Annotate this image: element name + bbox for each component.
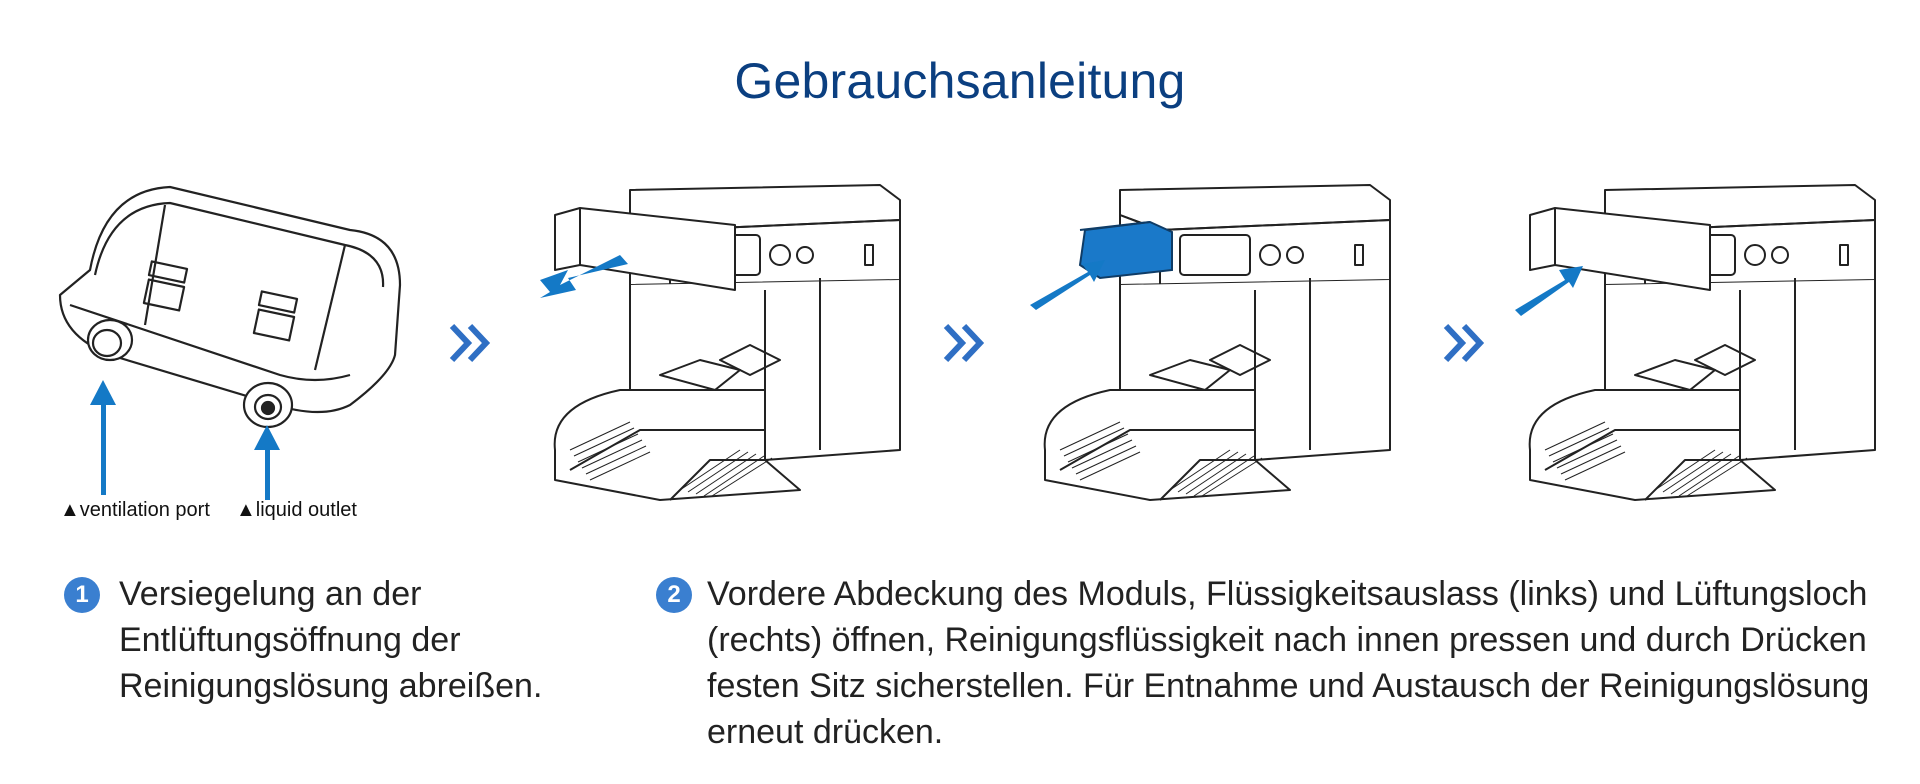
liquid-outlet-label: ▲liquid outlet (236, 499, 357, 521)
direction-arrow-icon (1030, 260, 1105, 310)
station-open-illustration (540, 160, 920, 530)
step-1-text: Versiegelung an der Entlüftungsöffnung d… (119, 575, 543, 705)
station-close-illustration (1515, 160, 1895, 530)
direction-arrow-icon (540, 255, 628, 298)
step-number-badge: 2 (656, 577, 692, 613)
ventilation-port-label: ▲ventilation port (60, 499, 210, 521)
station-insert-illustration (1025, 160, 1415, 530)
step-2-text: Vordere Abdeckung des Moduls, Flüssigkei… (707, 575, 1870, 751)
cartridge-illustration (50, 175, 410, 535)
step-number-badge: 1 (64, 577, 100, 613)
double-chevron-icon (940, 318, 990, 368)
double-chevron-icon (1440, 318, 1490, 368)
up-arrow-icon (90, 380, 280, 500)
page-title: Gebrauchsanleitung (734, 53, 1186, 109)
double-chevron-icon (446, 318, 496, 368)
direction-arrow-icon (1515, 266, 1583, 316)
